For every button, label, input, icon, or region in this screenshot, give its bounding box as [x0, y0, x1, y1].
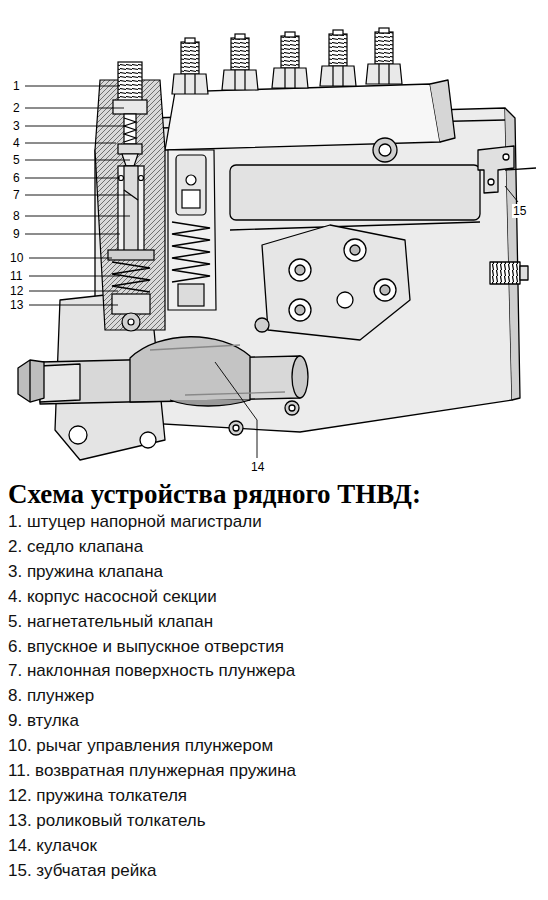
parts-list-item: 5. нагнетательный клапан: [8, 612, 213, 632]
callout-number: 7: [12, 188, 21, 202]
callout-number: 1: [12, 79, 21, 93]
callout-number: 3: [12, 119, 21, 133]
parts-list-item: 9. втулка: [8, 711, 79, 731]
parts-list-item: 3. пружина клапана: [8, 562, 163, 582]
parts-list-item: 13. роликовый толкатель: [8, 811, 206, 831]
parts-list-item: 8. плунжер: [8, 686, 94, 706]
diagram-title: Схема устройства рядного ТНВД:: [8, 478, 421, 510]
callout-number: 13: [9, 298, 24, 312]
callout-number: 5: [12, 153, 21, 167]
callout-number: 4: [12, 136, 21, 150]
callout-number: 14: [250, 460, 265, 474]
callout-number: 15: [512, 204, 527, 218]
parts-list-item: 15. зубчатая рейка: [8, 861, 156, 881]
callout-number: 2: [12, 101, 21, 115]
parts-list-item: 10. рычаг управления плунжером: [8, 736, 273, 756]
parts-list-item: 2. седло клапана: [8, 537, 143, 557]
parts-list-item: 4. корпус насосной секции: [8, 587, 217, 607]
callout-number: 8: [12, 209, 21, 223]
parts-list-item: 12. пружина толкателя: [8, 786, 187, 806]
callout-number: 12: [9, 284, 24, 298]
callout-number: 11: [9, 269, 23, 283]
pump-illustration: [0, 0, 548, 470]
parts-list-item: 7. наклонная поверхность плунжера: [8, 661, 295, 681]
callout-number: 6: [12, 171, 21, 185]
parts-list-item: 6. впускное и выпускное отверстия: [8, 637, 284, 657]
callout-number: 9: [12, 227, 21, 241]
parts-list-item: 1. штуцер напорной магистрали: [8, 512, 262, 532]
parts-list-item: 11. возвратная плунжерная пружина: [8, 761, 296, 781]
parts-list-item: 14. кулачок: [8, 836, 97, 856]
callout-number: 10: [9, 251, 24, 265]
